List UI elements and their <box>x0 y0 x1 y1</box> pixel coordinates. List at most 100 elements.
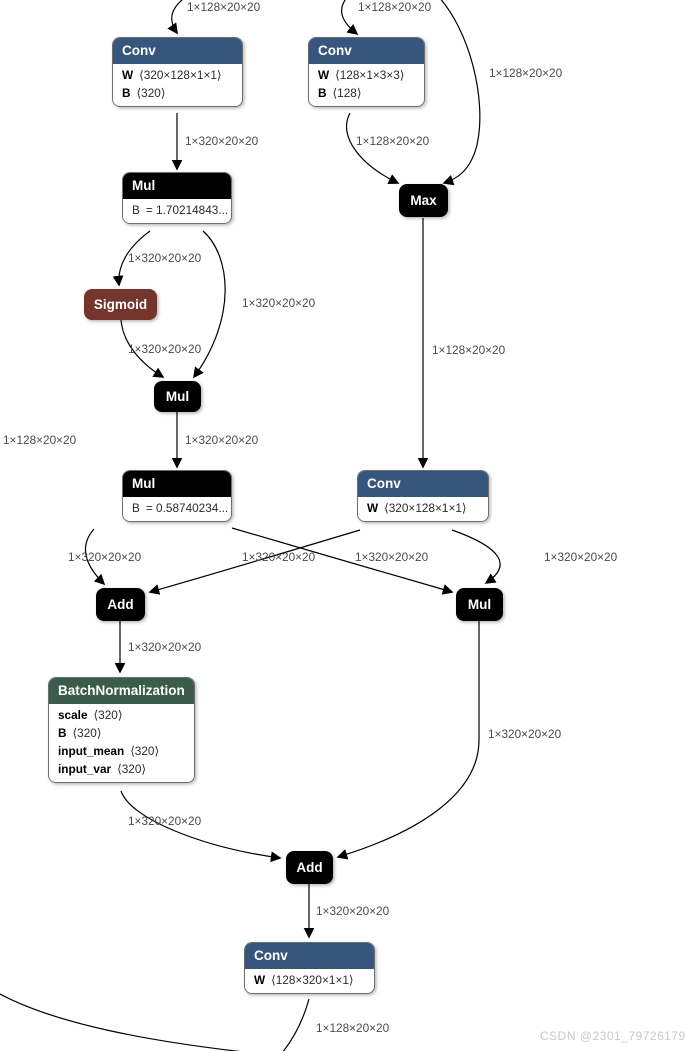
edge-label: 1×320×20×20 <box>128 342 202 356</box>
edge-batchnorm-add2 <box>120 790 282 863</box>
attr-name: W <box>318 68 330 82</box>
node-header[interactable]: Conv <box>245 943 374 969</box>
edge-conv-c-mulgate <box>451 529 501 584</box>
node-mul-gate[interactable]: Mul <box>456 588 503 621</box>
attr-value: ⟨320⟩ <box>130 744 160 758</box>
attr-value: ⟨128×1×3×3⟩ <box>335 68 405 82</box>
attr-value: ⟨320⟩ <box>136 86 166 100</box>
csdn-watermark: CSDN @2301_79726179 <box>540 1029 686 1043</box>
node-attrs: B = 1.70214843... <box>123 199 231 223</box>
node-attrs: W ⟨128×320×1×1⟩ <box>245 969 374 993</box>
edge-mul2-mulgate <box>231 527 454 595</box>
edge-label: 1×320×20×20 <box>488 727 562 741</box>
attr-row: B ⟨320⟩ <box>113 84 242 102</box>
node-header[interactable]: Conv <box>113 38 242 64</box>
edge-label: 1×128×20×20 <box>187 0 261 14</box>
attr-row: B ⟨128⟩ <box>309 84 424 102</box>
edge-label: 1×320×20×20 <box>185 134 259 148</box>
node-attrs: B = 0.58740234... <box>123 497 231 521</box>
edge-sigmoid-muljoin <box>120 319 165 378</box>
attr-row: B = 0.58740234... <box>123 499 231 517</box>
node-max[interactable]: Max <box>399 184 448 217</box>
attr-name: B <box>58 726 67 740</box>
attr-row: input_var ⟨320⟩ <box>49 760 194 778</box>
edge-bypass-bottom-left <box>0 993 241 1051</box>
attr-name: W <box>122 68 134 82</box>
node-add-1[interactable]: Add <box>96 588 145 621</box>
edge-conv-c-add1 <box>148 529 361 595</box>
edge-mul1-sigmoid <box>112 230 151 287</box>
edge-input-conv-a <box>167 0 183 35</box>
attr-value: ⟨128⟩ <box>332 86 362 100</box>
node-header[interactable]: Conv <box>309 38 424 64</box>
edge-label: 1×320×20×20 <box>128 814 202 828</box>
attr-name: B <box>132 501 140 515</box>
attr-row: B ⟨320⟩ <box>49 724 194 742</box>
edge-mul2-add1 <box>85 528 106 586</box>
edge-mulgate-add2 <box>336 621 480 860</box>
attr-value: ⟨320⟩ <box>117 762 146 776</box>
attr-row: W ⟨128×320×1×1⟩ <box>245 971 374 989</box>
edge-label: 1×128×20×20 <box>489 66 563 80</box>
edge-label: 1×128×20×20 <box>316 1021 390 1035</box>
attr-value: ⟨320⟩ <box>93 708 123 722</box>
node-attrs: scale ⟨320⟩ B ⟨320⟩ input_mean ⟨320⟩ input_… <box>49 704 194 782</box>
edge-label: 1×320×20×20 <box>316 904 390 918</box>
edge-label: 1×320×20×20 <box>185 433 259 447</box>
node-batch-normalization[interactable]: BatchNormalization scale ⟨320⟩ B ⟨320⟩ inp… <box>48 677 195 783</box>
node-mul-scale-2[interactable]: Mul B = 0.58740234... <box>122 470 232 522</box>
node-mul-join[interactable]: Mul <box>154 381 201 412</box>
edge-label: 1×320×20×20 <box>128 251 202 265</box>
node-add-2[interactable]: Add <box>286 851 333 884</box>
node-header[interactable]: Mul <box>123 471 231 497</box>
edge-label: 1×128×20×20 <box>358 0 432 14</box>
edge-conv-b-max <box>345 112 400 184</box>
node-conv-a[interactable]: Conv W ⟨320×128×1×1⟩ B ⟨320⟩ <box>112 37 243 107</box>
node-conv-b[interactable]: Conv W ⟨128×1×3×3⟩ B ⟨128⟩ <box>308 37 425 107</box>
attr-value: ⟨320⟩ <box>72 726 102 740</box>
attr-row: W ⟨320×128×1×1⟩ <box>113 66 242 84</box>
attr-name: B <box>132 203 140 217</box>
attr-value: = 1.70214843... <box>145 203 229 217</box>
edge-label: 1×320×20×20 <box>128 640 202 654</box>
node-attrs: W ⟨320×128×1×1⟩ B ⟨320⟩ <box>113 64 242 106</box>
node-sigmoid[interactable]: Sigmoid <box>84 289 157 320</box>
edge-mul1-muljoin <box>193 230 226 379</box>
node-mul-scale-1[interactable]: Mul B = 1.70214843... <box>122 172 232 224</box>
attr-value: ⟨320×128×1×1⟩ <box>139 68 222 82</box>
attr-value: ⟨128×320×1×1⟩ <box>271 973 354 987</box>
edge-label: 1×320×20×20 <box>355 550 429 564</box>
attr-name: input_var <box>58 762 112 776</box>
edge-conv-d-output <box>282 998 310 1051</box>
edge-input-conv-b <box>341 0 359 36</box>
attr-name: W <box>367 501 379 515</box>
attr-name: B <box>122 86 131 100</box>
attr-name: input_mean <box>58 744 125 758</box>
edge-label: 1×320×20×20 <box>68 550 142 564</box>
node-header[interactable]: BatchNormalization <box>49 678 194 704</box>
attr-value: ⟨320×128×1×1⟩ <box>384 501 467 515</box>
attr-name: W <box>254 973 266 987</box>
edge-label: 1×128×20×20 <box>3 433 77 447</box>
edge-label: 1×128×20×20 <box>432 343 506 357</box>
edge-label: 1×320×20×20 <box>242 550 316 564</box>
attr-row: W ⟨320×128×1×1⟩ <box>358 499 488 517</box>
attr-row: input_mean ⟨320⟩ <box>49 742 194 760</box>
attr-row: scale ⟨320⟩ <box>49 706 194 724</box>
attr-value: = 0.58740234... <box>145 501 229 515</box>
attr-row: B = 1.70214843... <box>123 201 231 219</box>
node-header[interactable]: Mul <box>123 173 231 199</box>
edge-label: 1×128×20×20 <box>356 134 430 148</box>
edge-input-max <box>440 0 481 186</box>
attr-row: W ⟨128×1×3×3⟩ <box>309 66 424 84</box>
node-conv-d[interactable]: Conv W ⟨128×320×1×1⟩ <box>244 942 375 994</box>
attr-name: scale <box>58 708 88 722</box>
edge-label: 1×320×20×20 <box>242 296 316 310</box>
node-attrs: W ⟨320×128×1×1⟩ <box>358 497 488 521</box>
attr-name: B <box>318 86 327 100</box>
node-conv-c[interactable]: Conv W ⟨320×128×1×1⟩ <box>357 470 489 522</box>
node-header[interactable]: Conv <box>358 471 488 497</box>
edge-label: 1×320×20×20 <box>544 550 618 564</box>
